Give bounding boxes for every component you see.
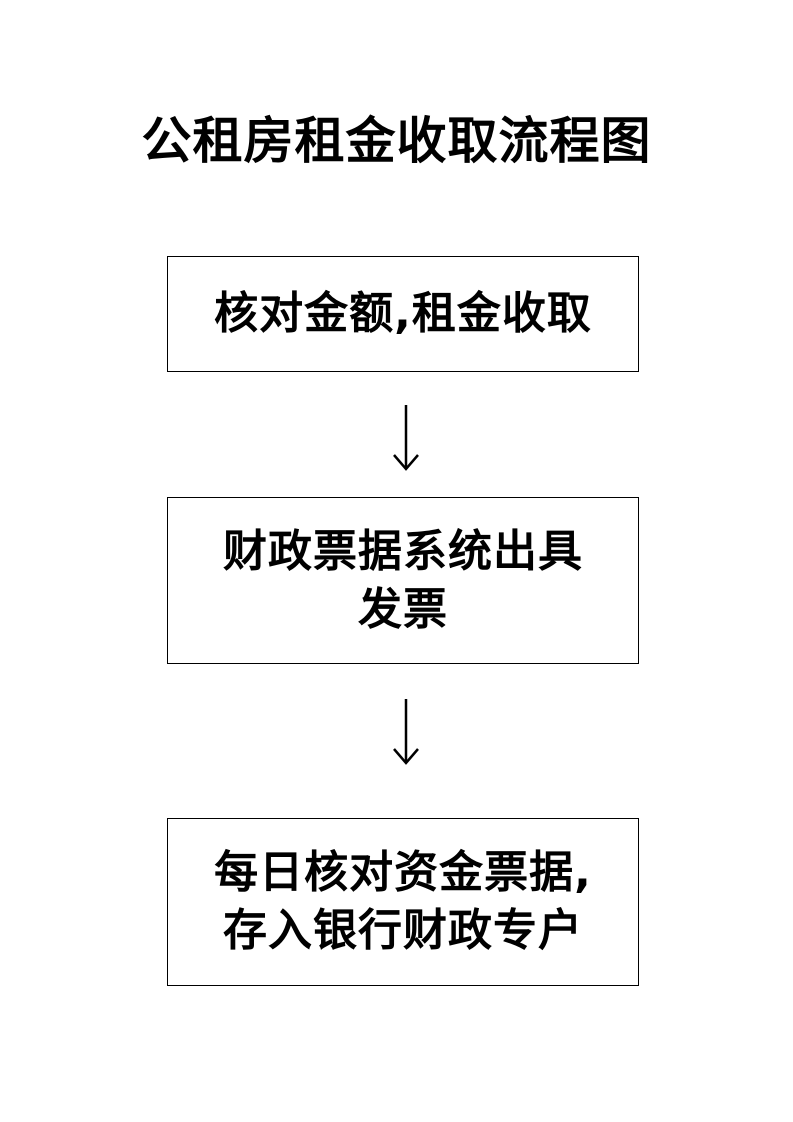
flow-step-2-line-2: 发票 (358, 583, 448, 635)
down-arrow-icon (393, 405, 419, 471)
flow-step-1-line-1: 核对金额,租金收取 (214, 288, 592, 339)
down-arrow-icon (393, 699, 419, 765)
flow-step-2-line-1: 财政票据系统出具 (223, 525, 583, 577)
flow-step-3-text: 每日核对资金票据, 存入银行财政专户 (214, 844, 592, 960)
flow-step-2-text: 财政票据系统出具 发票 (223, 523, 583, 639)
flow-step-2: 财政票据系统出具 发票 (167, 497, 639, 664)
flow-step-3-line-2: 存入银行财政专户 (223, 905, 583, 956)
page-title: 公租房租金收取流程图 (141, 112, 652, 170)
flow-step-1: 核对金额,租金收取 (167, 256, 639, 372)
flow-step-3: 每日核对资金票据, 存入银行财政专户 (167, 818, 639, 986)
flow-step-1-text: 核对金额,租金收取 (214, 285, 592, 343)
flow-step-3-line-1: 每日核对资金票据, (214, 847, 592, 898)
